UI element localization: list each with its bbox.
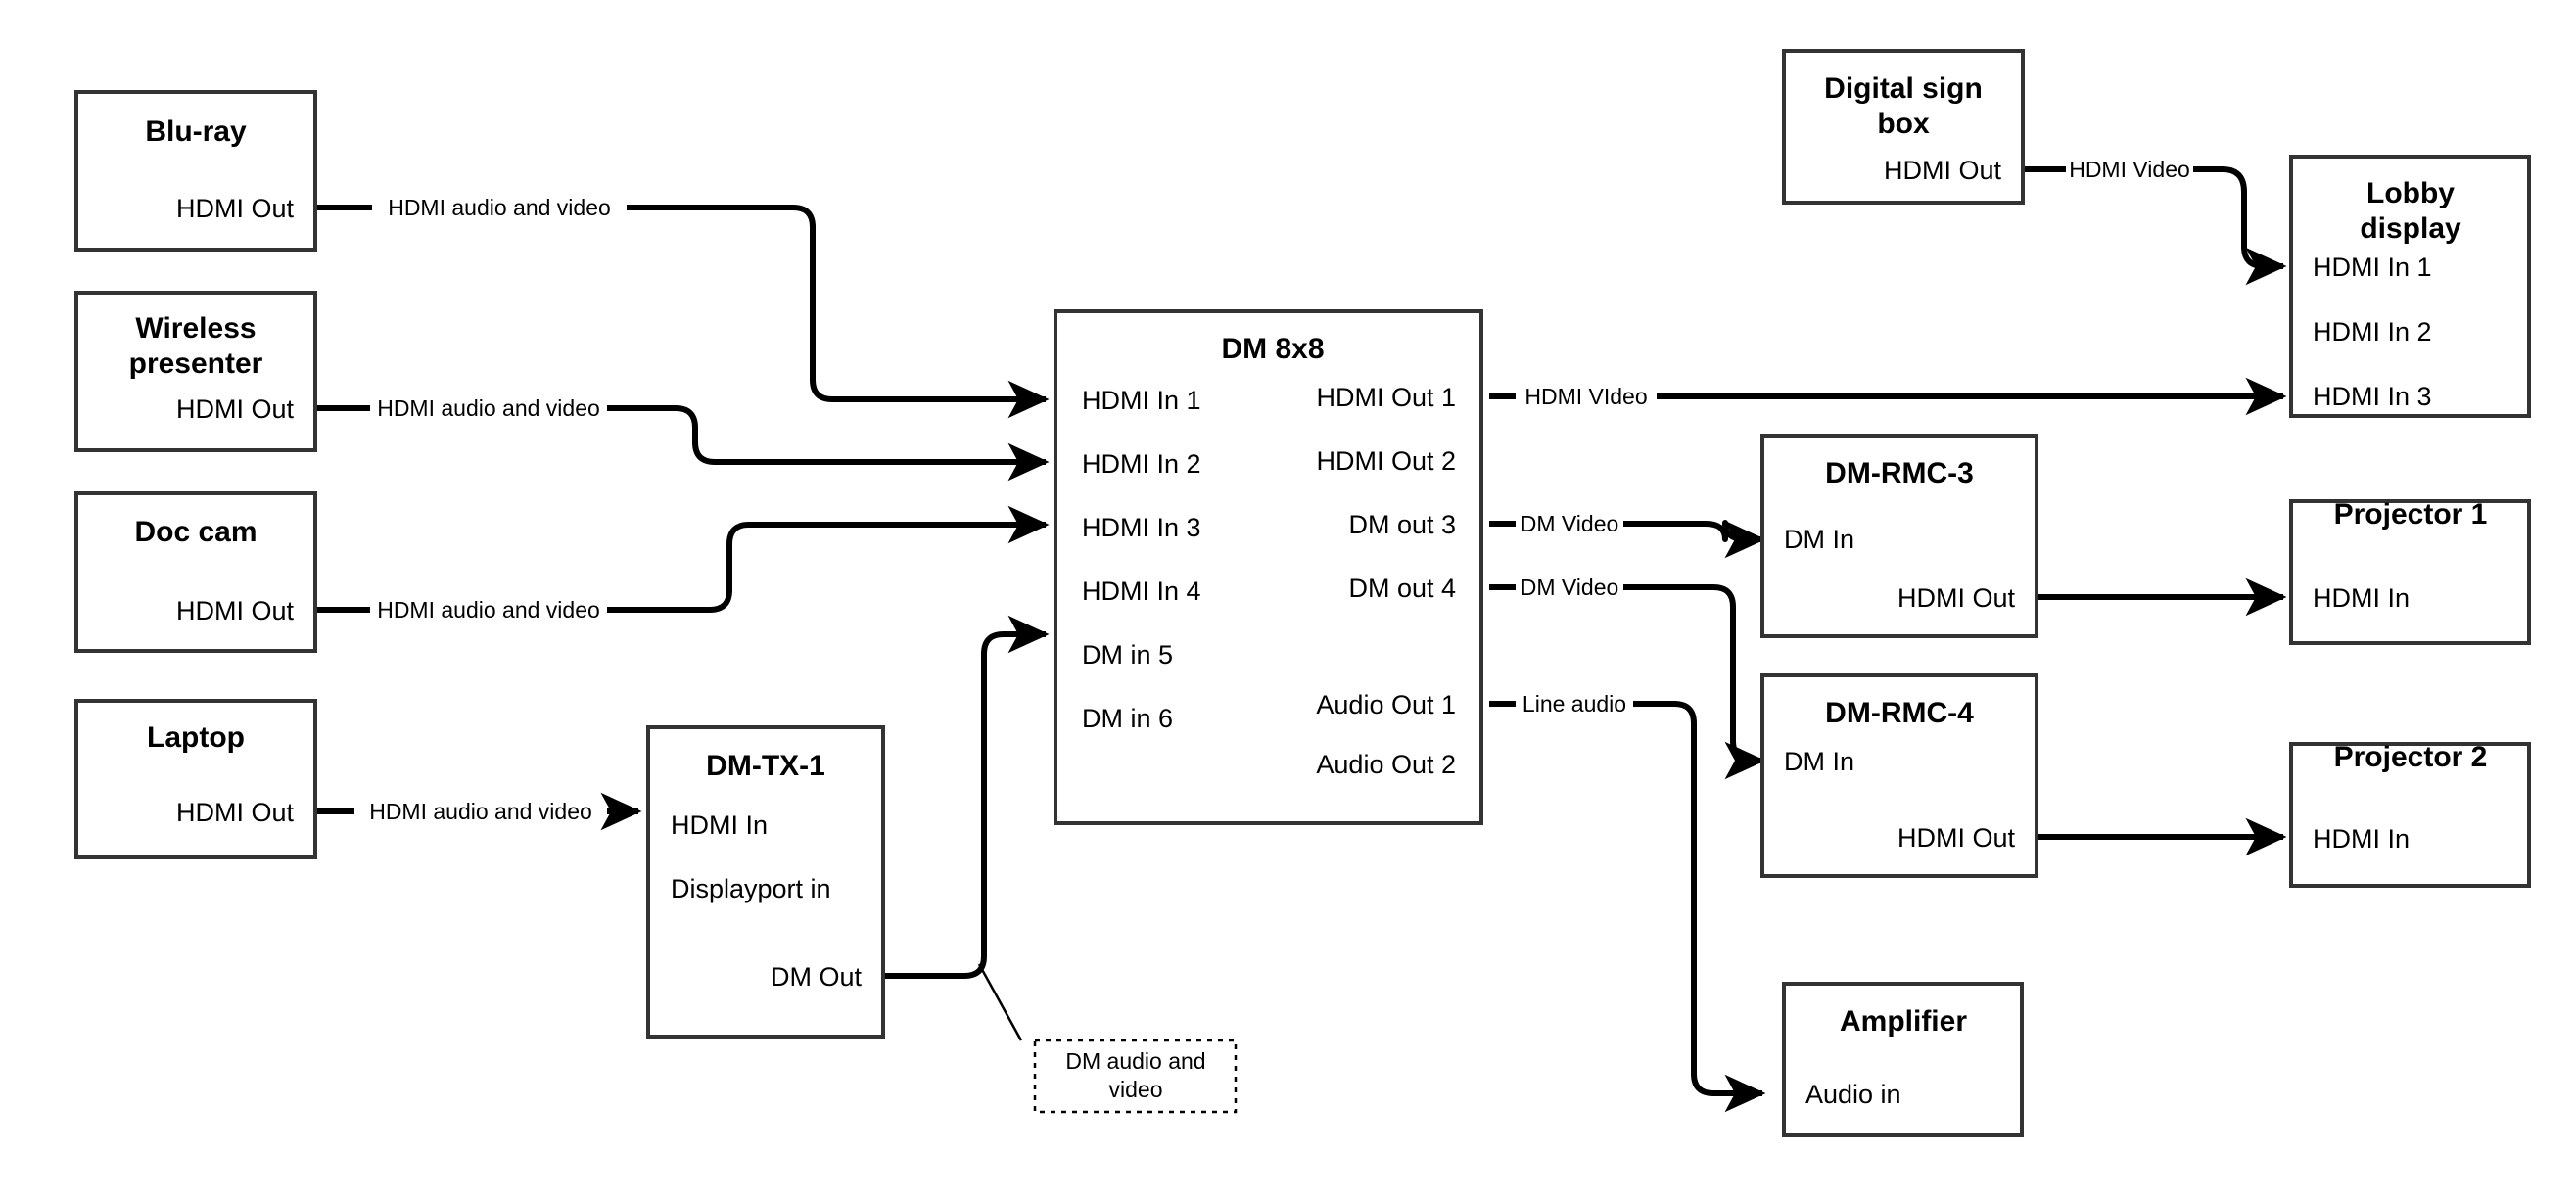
bluray-title: Blu-ray (145, 115, 247, 148)
edge-label-bluray-to-dm8x8: HDMI audio and video (388, 195, 611, 220)
dm-8x8-input-hdmi-in-3: HDMI In 3 (1082, 513, 1201, 542)
dm-tx-callout-line1: DM audio and (1065, 1048, 1205, 1074)
projector-2-box[interactable] (2289, 742, 2531, 888)
amplifier-box[interactable] (1782, 982, 2024, 1137)
wireless-presenter-port-hdmi-out: HDMI Out (176, 394, 295, 424)
edge-label-dm8x8-audio1-to-amplifier: Line audio (1522, 691, 1626, 716)
projector-1-port-hdmi-in: HDMI In (2313, 583, 2410, 613)
dm-8x8-input-hdmi-in-1: HDMI In 1 (1082, 386, 1201, 415)
dm-8x8-output-hdmi-out-2: HDMI Out 2 (1316, 446, 1456, 476)
projector-1-box[interactable] (2289, 499, 2531, 645)
dm-8x8-input-dm-in-5: DM in 5 (1082, 640, 1173, 670)
doc-cam-title: Doc cam (134, 516, 257, 548)
laptop-port-hdmi-out: HDMI Out (176, 798, 295, 827)
lobby-display-input-hdmi-in-1: HDMI In 1 (2313, 253, 2432, 282)
node-dm-8x8[interactable]: DM 8x8 HDMI In 1 HDMI In 2 HDMI In 3 HDM… (1054, 309, 1483, 825)
dm-rmc-4-title: DM-RMC-4 (1825, 697, 1974, 729)
edge-label-signbox-to-lobby: HDMI Video (2069, 157, 2190, 182)
node-dm-rmc-4[interactable]: DM-RMC-4 DM In HDMI Out (1760, 673, 2038, 878)
wireless-presenter-title-line1: Wireless (135, 312, 256, 345)
node-wireless-presenter[interactable]: Wireless presenter HDMI Out (74, 291, 317, 452)
dm-8x8-input-dm-in-6: DM in 6 (1082, 704, 1173, 733)
node-amplifier[interactable]: Amplifier Audio in (1782, 982, 2024, 1137)
doc-cam-box[interactable] (74, 491, 317, 653)
dm-8x8-output-audio-out-1: Audio Out 1 (1316, 690, 1456, 719)
dm-rmc-3-port-dm-in: DM In (1784, 525, 1854, 554)
dm-8x8-box[interactable] (1054, 309, 1483, 825)
laptop-box[interactable] (74, 699, 317, 859)
digital-sign-box-title-line2: box (1877, 108, 1930, 140)
edge-label-dm8x8-out4-to-rmc4: DM Video (1521, 575, 1619, 600)
amplifier-port-audio-in: Audio in (1805, 1080, 1901, 1109)
dm-8x8-output-audio-out-2: Audio Out 2 (1316, 750, 1456, 779)
edge-label-doccam-to-dm8x8: HDMI audio and video (377, 597, 600, 623)
edge-label-wireless-to-dm8x8: HDMI audio and video (377, 395, 600, 421)
projector-2-port-hdmi-in: HDMI In (2313, 824, 2410, 854)
digital-sign-box-port-hdmi-out: HDMI Out (1884, 156, 2002, 185)
bluray-box[interactable] (74, 90, 317, 252)
laptop-title: Laptop (147, 721, 245, 754)
wire-dmtx1-to-dm8x8 (883, 615, 1050, 979)
node-doc-cam[interactable]: Doc cam HDMI Out (74, 491, 317, 653)
dm-rmc-4-box[interactable] (1760, 673, 2038, 878)
digital-sign-box-box[interactable] (1782, 49, 2025, 205)
node-projector-2[interactable]: Projector 2 HDMI In (2289, 741, 2531, 888)
dm-tx-1-port-displayport-in: Displayport in (671, 874, 831, 903)
edge-label-dm8x8-out3-to-rmc3: DM Video (1521, 511, 1619, 536)
wireless-presenter-title-line2: presenter (129, 347, 263, 380)
dm-rmc-3-port-hdmi-out: HDMI Out (1897, 583, 2016, 613)
callout-leader-line (977, 963, 1023, 1041)
dm-tx-1-port-dm-out: DM Out (771, 962, 863, 992)
dm-rmc-4-port-dm-in: DM In (1784, 747, 1854, 776)
dm-8x8-input-hdmi-in-2: HDMI In 2 (1082, 449, 1201, 479)
dm-tx-callout-note: DM audio and video (1033, 1039, 1238, 1114)
dm-8x8-output-dm-out-4: DM out 4 (1348, 574, 1456, 603)
dm-8x8-title: DM 8x8 (1221, 333, 1324, 365)
doc-cam-port-hdmi-out: HDMI Out (176, 596, 295, 625)
wire-dm8x8-audio1-to-amplifier (1489, 701, 1762, 1093)
dm-rmc-3-box[interactable] (1760, 434, 2038, 638)
dm-8x8-output-hdmi-out-1: HDMI Out 1 (1316, 383, 1456, 412)
node-lobby-display[interactable]: Lobby display HDMI In 1 HDMI In 2 HDMI I… (2289, 155, 2531, 418)
dm-tx-callout-box (1033, 1039, 1238, 1114)
wire-bluray-to-dm8x8 (315, 205, 1046, 399)
bluray-port-hdmi-out: HDMI Out (176, 194, 295, 223)
node-dm-rmc-3[interactable]: DM-RMC-3 DM In HDMI Out (1760, 434, 2038, 638)
node-digital-sign-box[interactable]: Digital sign box HDMI Out (1782, 49, 2025, 205)
dm-8x8-output-dm-out-3: DM out 3 (1348, 510, 1456, 539)
dm-rmc-3-title: DM-RMC-3 (1825, 457, 1974, 489)
wire-wireless-to-dm8x8 (315, 405, 1046, 462)
node-projector-1[interactable]: Projector 1 HDMI In (2289, 498, 2531, 645)
dm-8x8-input-hdmi-in-4: HDMI In 4 (1082, 577, 1201, 606)
lobby-display-box[interactable] (2289, 155, 2531, 418)
wire-dm8x8-out3-to-rmc3 (1489, 523, 1762, 539)
edge-label-laptop-to-dmtx1: HDMI audio and video (369, 799, 592, 824)
projector-1-title: Projector 1 (2334, 498, 2488, 531)
wire-doccam-to-dm8x8 (315, 525, 1046, 613)
node-bluray[interactable]: Blu-ray HDMI Out (74, 90, 317, 252)
dm-tx-1-title: DM-TX-1 (706, 750, 825, 782)
dm-tx-callout-line2: video (1109, 1077, 1163, 1102)
lobby-display-input-hdmi-in-2: HDMI In 2 (2313, 317, 2432, 346)
lobby-display-title-line1: Lobby (2366, 177, 2455, 209)
digital-sign-box-title-line1: Digital sign (1824, 72, 1983, 105)
dm-tx-1-port-hdmi-in: HDMI In (671, 810, 768, 840)
wire-dm8x8-out4-to-rmc4 (1489, 584, 1762, 761)
dm-rmc-4-port-hdmi-out: HDMI Out (1897, 823, 2016, 853)
edge-label-dm8x8-out1-to-lobby: HDMI VIdeo (1524, 384, 1647, 409)
node-dm-tx-1[interactable]: DM-TX-1 HDMI In Displayport in DM Out (646, 725, 885, 1039)
wireless-presenter-box[interactable] (74, 291, 317, 452)
lobby-display-title-line2: display (2360, 212, 2461, 245)
projector-2-title: Projector 2 (2334, 741, 2488, 773)
amplifier-title: Amplifier (1840, 1005, 1967, 1038)
dm-tx-1-box[interactable] (646, 725, 885, 1039)
node-laptop[interactable]: Laptop HDMI Out (74, 699, 317, 859)
wire-signbox-to-lobby (2021, 166, 2283, 266)
lobby-display-input-hdmi-in-3: HDMI In 3 (2313, 382, 2432, 411)
